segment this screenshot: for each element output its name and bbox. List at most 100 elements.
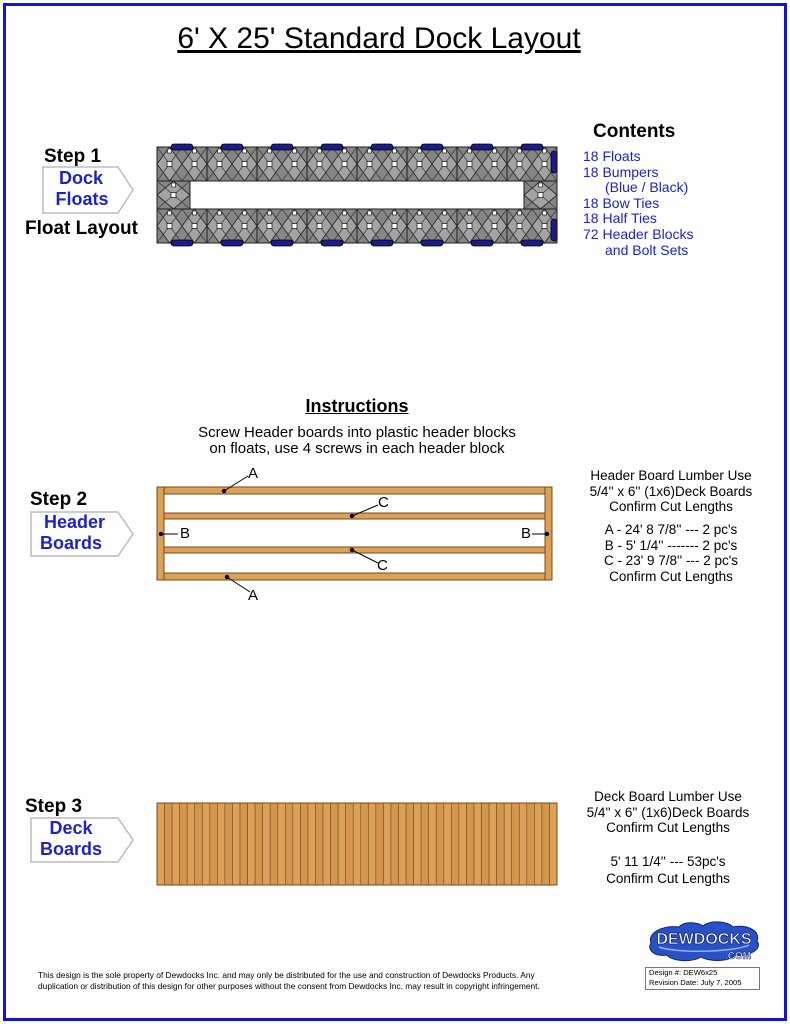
instructions-heading: Instructions	[305, 396, 409, 416]
step-3-arrow-tag: Deck Boards	[30, 817, 134, 865]
float-bolt-hole	[367, 148, 372, 154]
float	[156, 208, 208, 244]
deck-spec-line: 5/4'' x 6'' (1x6)Deck Boards	[586, 804, 750, 820]
instructions-line: Screw Header boards into plastic header …	[198, 424, 516, 441]
float-bolt-hole	[541, 223, 548, 229]
bumper	[420, 239, 444, 247]
float-bolt-hole	[491, 223, 498, 229]
float-bolt-hole	[167, 210, 172, 216]
contents-list: 18 Floats 18 Bumpers (Blue / Black) 18 B…	[583, 148, 694, 258]
deck-board	[390, 802, 399, 886]
float-bolt-hole	[166, 161, 173, 167]
board-label-c-lower: C	[377, 557, 388, 574]
screw-point	[158, 531, 164, 537]
float-bolt-hole	[316, 223, 323, 229]
board-label-a-bottom: A	[248, 587, 259, 604]
board-label-c-upper: C	[378, 494, 389, 511]
header-boards-diagram	[156, 475, 553, 593]
deck-board	[443, 802, 452, 886]
float	[306, 146, 358, 182]
deck-board	[330, 802, 339, 886]
copyright-line: This design is the sole property of Dewd…	[38, 970, 535, 980]
deck-board	[383, 802, 392, 886]
float-bolt-hole	[167, 148, 172, 154]
float	[306, 208, 358, 244]
deck-board	[488, 802, 497, 886]
contents-item: 18 Bumpers	[583, 163, 659, 180]
revision-date: Revision Date: July 7, 2005	[649, 978, 742, 987]
header-board-a-top	[156, 486, 553, 495]
deck-board	[405, 802, 414, 886]
deck-board	[534, 802, 543, 886]
page-border	[3, 3, 787, 1021]
deck-board	[337, 802, 346, 886]
bumper	[420, 143, 444, 151]
float-bolt-hole	[542, 210, 547, 216]
float-bolt-hole	[466, 161, 473, 167]
arrow-tag-shape	[30, 817, 134, 863]
deck-board	[292, 802, 301, 886]
float-bolt-hole	[217, 148, 222, 154]
float	[523, 180, 558, 210]
float-bolt-hole	[341, 223, 348, 229]
float-bolt-hole	[538, 182, 543, 188]
bumper	[320, 239, 344, 247]
deck-board	[201, 802, 211, 886]
header-cut-line: A - 24' 8 7/8'' --- 2 pc's	[604, 522, 738, 537]
header-spec: Header Board Lumber Use 5/4'' x 6'' (1x6…	[571, 468, 771, 515]
float-bolt-hole	[367, 210, 372, 216]
float	[206, 208, 258, 244]
deck-board	[277, 802, 286, 886]
deck-board	[549, 802, 558, 886]
float-bolt-hole	[241, 161, 248, 167]
float-bolt-hole	[516, 223, 523, 229]
float-bolt-hole	[292, 148, 297, 154]
deck-board	[156, 802, 165, 886]
float	[356, 146, 408, 182]
float	[156, 146, 208, 182]
deck-board	[232, 802, 241, 886]
deck-spec-line: Confirm Cut Lengths	[606, 820, 730, 836]
arrow-tag-shape	[30, 511, 134, 557]
deck-board	[322, 802, 331, 886]
deck-board	[179, 802, 188, 886]
deck-board	[496, 802, 505, 886]
deck-board	[247, 802, 256, 886]
leader-c-lower	[351, 549, 379, 564]
float-bolt-hole	[316, 161, 323, 167]
arrow-tag-shape	[42, 166, 134, 214]
float-bolt-hole	[417, 148, 422, 154]
deck-board	[428, 802, 437, 886]
deck-board	[481, 802, 490, 886]
deck-board	[518, 802, 528, 886]
deck-boards-diagram	[156, 802, 558, 886]
deck-board	[375, 802, 384, 886]
float-bolt-hole	[442, 148, 447, 154]
arrow-tag-line-1: Header	[43, 512, 106, 532]
copyright-notice: This design is the sole property of Dewd…	[38, 970, 540, 992]
float-bolt-hole	[171, 182, 176, 188]
contents-item: 18 Floats	[583, 148, 641, 164]
deck-board	[526, 802, 535, 886]
deck-board	[307, 802, 316, 886]
float	[456, 208, 508, 244]
step-2-label: Step 2	[30, 489, 88, 510]
float-bolt-hole	[517, 148, 522, 154]
deck-board	[239, 802, 248, 886]
step-1-label: Step 1	[44, 146, 102, 167]
float-bolt-hole	[342, 210, 347, 216]
contents-item: 72 Header Blocks	[583, 225, 694, 242]
float-bolt-hole	[492, 148, 497, 154]
float-bolt-hole	[217, 210, 222, 216]
screw-point	[349, 547, 355, 553]
header-cut-line: B - 5' 1/4'' ------- 2 pc's	[604, 537, 738, 553]
board-label-a-top: A	[248, 465, 259, 482]
float	[256, 146, 308, 182]
bumper	[370, 143, 394, 151]
float-layout-caption: Float Layout	[25, 218, 138, 239]
leader-a-bottom	[226, 576, 251, 593]
float-bolt-hole	[291, 223, 298, 229]
deck-board	[420, 802, 429, 886]
deck-board	[541, 802, 550, 886]
deck-board	[209, 802, 218, 886]
